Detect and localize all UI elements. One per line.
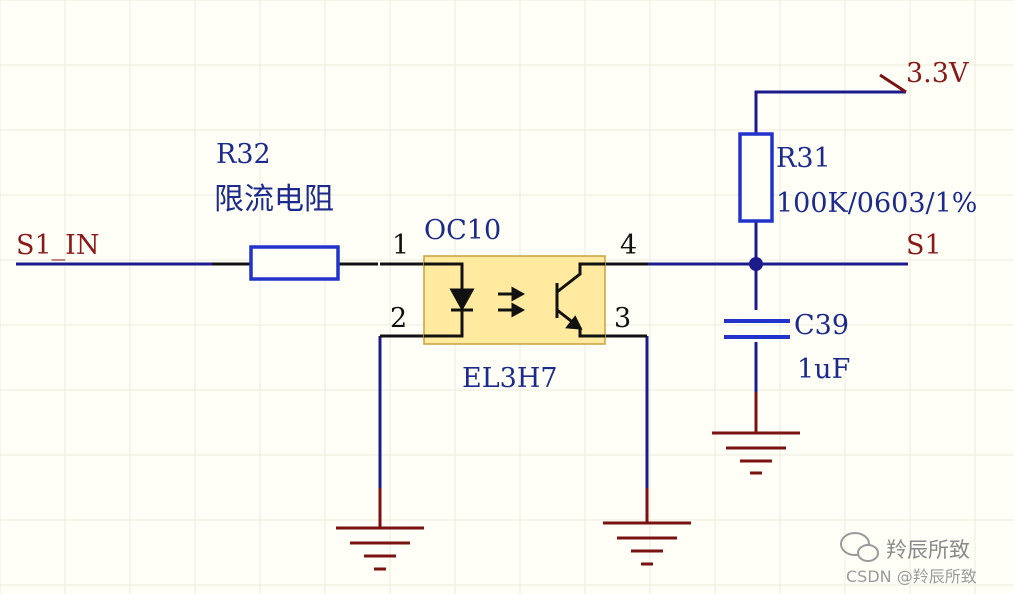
transistor-emitter [556, 308, 605, 338]
r32-description: 限流电阻 [214, 182, 334, 217]
r32-resistor-body [249, 245, 340, 281]
ground-symbols [336, 392, 800, 571]
watermark: 羚辰所致 CSDN @羚辰所致 [840, 532, 977, 586]
r32-reference: R32 [216, 139, 271, 170]
labels: S1_IN R32 限流电阻 OC10 EL3H7 1 2 3 4 3.3V R… [16, 58, 977, 394]
light-arrow-2-head [511, 302, 526, 318]
wechat-bubble-small [857, 544, 879, 562]
r31-reference: R31 [776, 143, 831, 174]
r31-value: 100K/0603/1% [776, 188, 977, 219]
wires [16, 90, 908, 488]
led-lead-anode [424, 262, 464, 290]
optocoupler-oc10 [423, 255, 606, 345]
power-label-3v3: 3.3V [906, 58, 969, 89]
optocoupler-reference: OC10 [424, 215, 501, 246]
net-label-s1-out: S1 [906, 230, 942, 261]
optocoupler-body [423, 255, 606, 345]
pin-number-2: 2 [390, 303, 407, 334]
pin-stubs [212, 262, 648, 338]
c39-capacitor-symbol [724, 319, 790, 339]
pin-number-1: 1 [392, 230, 409, 261]
net-label-s1-in: S1_IN [16, 230, 99, 261]
optocoupler-part-number: EL3H7 [462, 363, 558, 394]
transistor-collector [556, 262, 605, 294]
pin-number-3: 3 [614, 303, 631, 334]
c39-reference: C39 [794, 310, 849, 341]
wechat-icon [840, 532, 879, 562]
watermark-source: CSDN @羚辰所致 [846, 567, 977, 586]
r31-resistor-body [738, 132, 774, 223]
led-lead-cathode [424, 310, 464, 338]
led-triangle [449, 288, 475, 312]
light-arrow-1-head [511, 286, 526, 302]
ground-opto-left [336, 488, 424, 571]
phototransistor-symbol [555, 262, 605, 338]
wechat-bubble-large [840, 532, 870, 556]
led-symbol [424, 262, 475, 338]
junction-dot [749, 257, 763, 271]
ground-opto-right [603, 488, 691, 566]
vcc-symbol [879, 73, 907, 94]
watermark-brand: 羚辰所致 [886, 538, 970, 562]
ground-c39 [712, 392, 800, 475]
wire-vcc-to-r31 [754, 90, 906, 134]
pin-number-4: 4 [620, 230, 637, 261]
transistor-emitter-arrow [565, 315, 583, 330]
light-arrows [498, 286, 526, 318]
c39-value: 1uF [797, 354, 850, 385]
